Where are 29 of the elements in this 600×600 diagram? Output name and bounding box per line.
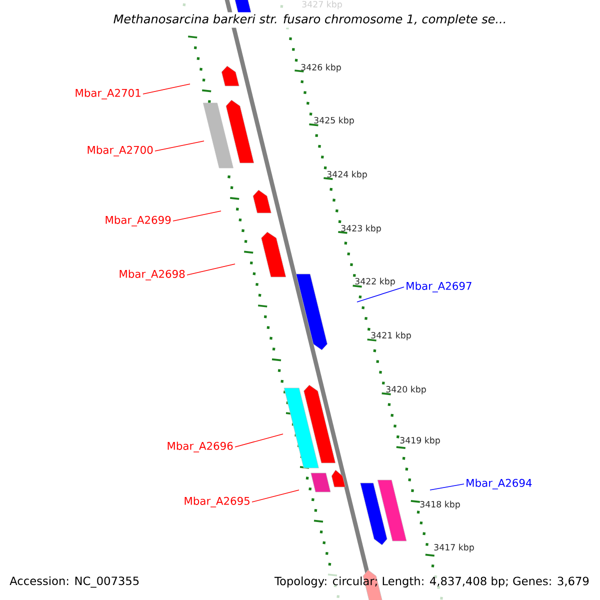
gene-label: Mbar_A2700 [88,146,153,156]
gene-label: Mbar_A2694 [466,478,532,490]
leader-line [142,84,190,94]
scale-label: 3421 kbp [371,332,411,340]
leader-line [186,264,236,276]
gene-label: Mbar_A2696 [168,442,233,452]
scale-label: 3422 kbp [355,278,395,286]
leader-line [172,210,222,222]
leader-line [356,286,404,302]
gene-label: Mbar_A2697 [406,282,472,292]
gene-label: Mbar_A2695 [184,496,250,508]
info-text: Accession: NC_007355 [10,576,139,588]
scale-label: 3423 kbp [341,224,381,234]
leader-line [234,434,284,448]
info-text: Topology: circular; Length: 4,837,408 bp; Genes: 3,679 [274,576,589,588]
scale-label: 3417 kbp [434,544,474,552]
gene-label: Mbar_A2699 [106,216,171,226]
leader-line [252,490,300,502]
scale-label: 3419 kbp [400,436,440,446]
leader-line [430,484,464,490]
scale-label: 3425 kbp [314,116,354,126]
leader-line [154,140,204,152]
gene-label: Mbar_A2698 [120,270,185,280]
title: Methanosarcina barkeri str. fusaro chromosome 1, complete se... [111,12,509,28]
scale-label: 3424 kbp [327,170,367,180]
scale-label: 3426 kbp [301,64,341,72]
gene-label: Mbar_A2701 [76,88,140,100]
scale-label: 3418 kbp [420,500,460,510]
scale-label: 3420 kbp [386,386,426,394]
